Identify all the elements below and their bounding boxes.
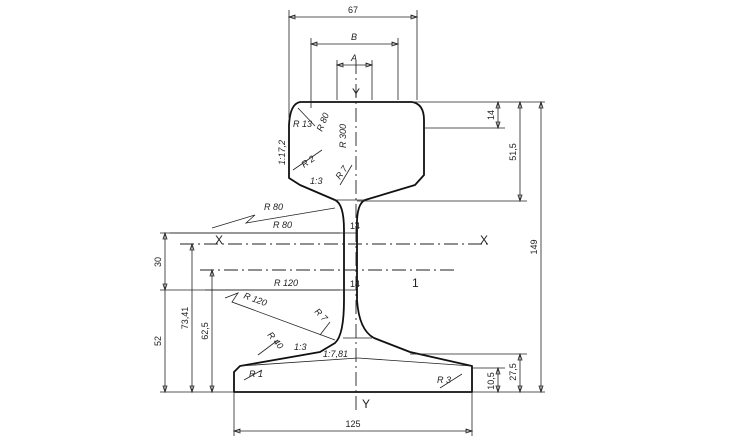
head-height-dim: 14	[486, 110, 496, 120]
width-a-dim: A	[350, 53, 357, 63]
label-r120-lower: R 120	[242, 290, 268, 308]
label-r40: R 40	[265, 330, 285, 351]
label-r7-top: R 7	[333, 163, 350, 181]
total-height-dim: 149	[529, 239, 539, 254]
base-width-dim: 125	[345, 419, 360, 429]
label-r1: R 1	[249, 369, 263, 379]
rail-outline	[233, 101, 473, 393]
head-width-dim: 67	[348, 5, 358, 15]
label-r300: R 300	[338, 124, 348, 148]
foot-height-dim: 52	[153, 336, 163, 346]
web-upper-dim: 14	[350, 221, 360, 231]
section-label: 1	[412, 276, 419, 290]
foot-total-dim: 27,5	[508, 363, 518, 381]
x-axis-label-left: X	[215, 233, 223, 247]
web-lower-dim: 14	[350, 279, 360, 289]
label-r80-lower: R 80	[273, 220, 292, 230]
head-to-web-dim: 51,5	[508, 143, 518, 161]
x-axis-label-right: X	[480, 233, 488, 247]
base-to-neutral-dim: 73,41	[180, 307, 190, 330]
label-slope-head: 1:3	[310, 176, 323, 186]
label-r13: R 13	[293, 119, 312, 129]
label-r80-head: R 80	[315, 111, 331, 132]
label-r80-upper: R 80	[264, 202, 283, 212]
foot-edge-dim: 10,5	[486, 372, 496, 390]
neutral-axis-dim: 30	[153, 257, 163, 267]
base-to-web-dim: 62,5	[200, 322, 210, 340]
label-r120-upper: R 120	[274, 278, 298, 288]
label-slope-foot: 1:3	[294, 342, 307, 352]
label-r3: R 3	[437, 375, 451, 385]
label-taper-foot: 1:7,81	[323, 349, 348, 359]
foot-taper-line-right	[357, 357, 473, 367]
width-b-dim: B	[351, 32, 357, 42]
foot-taper-line-left	[239, 357, 359, 367]
y-axis-label-bottom: Y	[362, 397, 370, 411]
label-r7-bottom: R 7	[313, 306, 331, 324]
y-axis-label-top: Y	[352, 86, 360, 100]
label-taper-head: 1:17,2	[277, 140, 287, 165]
